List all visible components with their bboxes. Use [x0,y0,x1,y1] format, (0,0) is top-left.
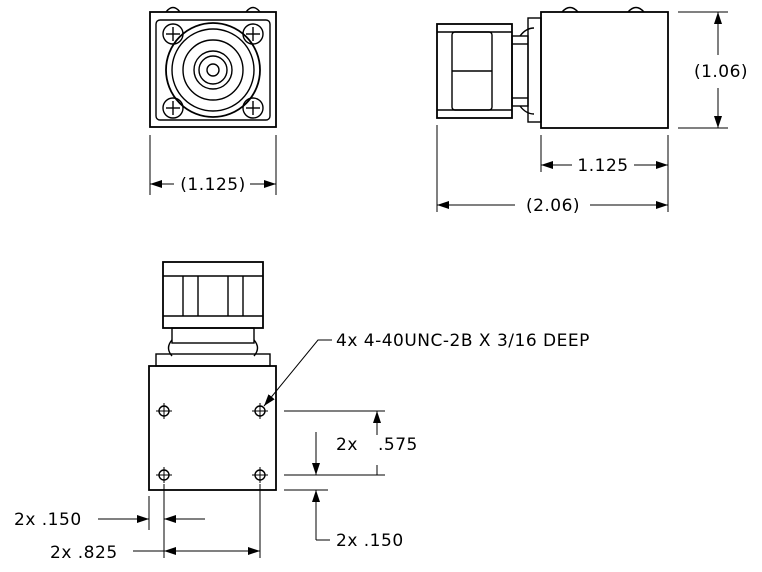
edge-offset-horizontal-label: 2x .150 [14,510,82,530]
connector-outer-ring [165,22,261,118]
side-height-label: (1.06) [694,62,748,82]
front-flange [155,19,271,121]
bottom-flange [155,353,271,367]
side-body-outline [540,11,669,129]
bottom-connector-neck [171,327,255,344]
front-body-outline [149,11,277,128]
bottom-view: 4x 4-40UNC-2B X 3/16 DEEP 2x .575 2x .15… [14,261,590,563]
side-screw-head-right [627,6,645,13]
connector-ring-3 [182,39,244,101]
connector-ring-5 [198,55,228,85]
front-screw-head-right [245,6,261,13]
tapped-hole-bl [156,467,172,483]
side-view: (1.06) 1.125 (2.06) [436,6,748,216]
hole-callout: 4x 4-40UNC-2B X 3/16 DEEP [263,331,590,407]
side-flange-plate [527,17,542,123]
hole-spacing-horizontal-label: 2x .825 [50,543,118,563]
tapped-hole-tr [252,403,268,419]
side-height-dimension: (1.06) [678,11,748,129]
hole-spacing-vertical-dimension: 2x .575 [284,410,418,476]
edge-offset-horizontal-dimension: 2x .150 [14,484,205,558]
front-view: (1.125) [149,6,277,195]
edge-offset-vertical-dimension: 2x .150 [284,432,404,551]
hole-spacing-horizontal-dimension: 2x .825 [50,484,261,563]
front-width-label: (1.125) [180,175,245,195]
side-body-width-dimension: 1.125 [540,135,669,212]
front-screw-br [242,97,264,119]
bottom-body-outline [148,365,277,491]
hole-spacing-vertical-value: .575 [378,435,418,455]
side-screw-head-left [561,6,579,13]
front-screw-tr [242,23,264,45]
bottom-connector-nut [162,261,264,329]
front-screw-bl [162,97,184,119]
side-overall-length-dimension: (2.06) [436,125,668,216]
connector-pin [206,63,220,77]
front-width-dimension: (1.125) [149,135,277,195]
side-body-width-label: 1.125 [577,156,628,176]
side-connector-neck [511,35,529,107]
edge-offset-vertical-label: 2x .150 [336,531,404,551]
front-screw-head-left [165,6,181,13]
connector-ring-2 [171,28,255,112]
front-screw-tl [162,23,184,45]
hole-spacing-vertical-prefix: 2x [336,435,358,455]
connector-ring-4 [193,50,233,90]
side-connector-nut [436,23,513,119]
hole-callout-label: 4x 4-40UNC-2B X 3/16 DEEP [336,331,590,351]
tapped-hole-tl [156,403,172,419]
side-overall-length-label: (2.06) [526,196,580,216]
tapped-hole-br [252,467,268,483]
